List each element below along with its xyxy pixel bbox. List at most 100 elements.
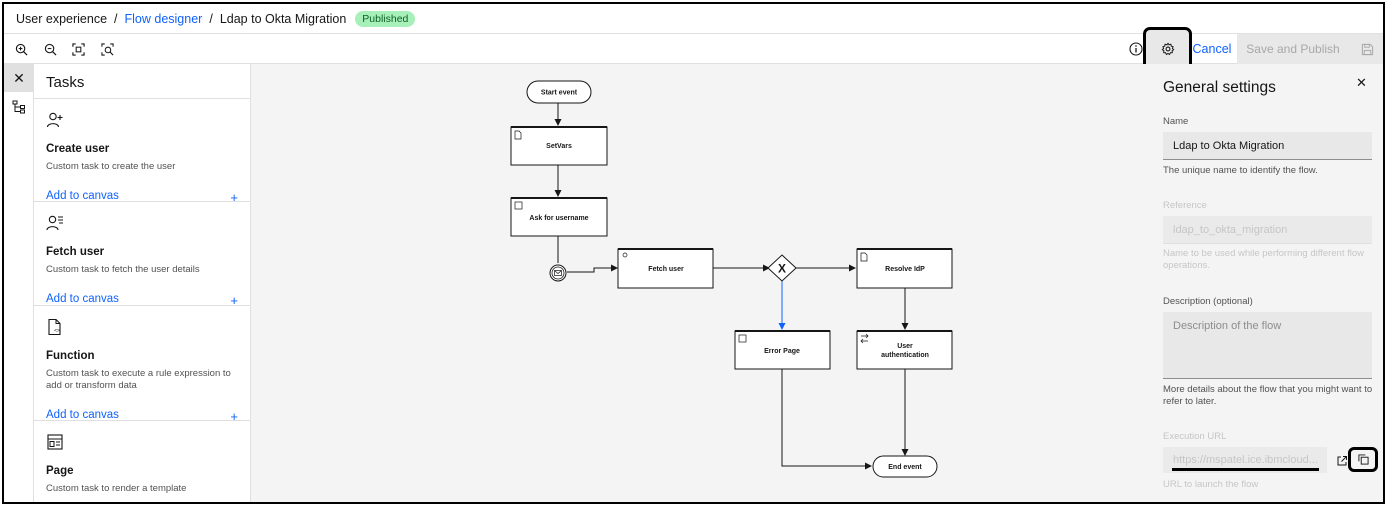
node-start-event[interactable]: Start event [526,80,592,104]
save-and-publish-button[interactable]: Save and Publish [1237,34,1349,64]
copy-icon [1357,454,1369,465]
info-icon[interactable] [1128,41,1144,57]
task-create-user: Create user Custom task to create the us… [34,99,250,205]
connector [781,369,872,470]
svg-text:<>: <> [54,328,60,334]
node-user-authentication[interactable]: User authentication [856,330,953,370]
task-description: Custom task to create the user [46,161,176,172]
breadcrumb-flow-designer[interactable]: Flow designer [124,11,203,26]
fit-to-screen-icon [71,42,85,56]
canvas-toolbar [4,34,1383,64]
breadcrumb-user-experience[interactable]: User experience [16,11,108,26]
exclusive-gateway[interactable]: X [767,254,797,282]
node-label: Fetch user [648,266,684,273]
app-window: User experience / Flow designer / Ldap t… [2,2,1385,504]
node-error-page[interactable]: Error Page [734,330,831,370]
node-label: End event [888,464,922,471]
tasks-title: Tasks [34,64,250,99]
add-to-canvas-label: Add to canvas [46,190,119,202]
task-name: Fetch user [46,246,105,258]
description-help: More details about the flow that you mig… [1163,384,1373,407]
node-ask-for-username[interactable]: Ask for username [510,197,608,237]
name-label: Name [1163,116,1189,127]
save-button[interactable] [1349,34,1383,64]
breadcrumb: User experience / Flow designer / Ldap t… [4,4,1383,34]
connector [567,264,618,273]
zoom-out-button[interactable] [41,40,59,58]
page-template-icon [514,201,523,210]
reference-help: Name to be used while performing differe… [1163,248,1365,271]
task-description: Custom task to fetch the user details [46,264,200,275]
task-name: Page [46,465,74,477]
flow-tree-button[interactable] [4,92,34,122]
breadcrumb-current-flow: Ldap to Okta Migration [219,11,347,26]
reference-field: ldap_to_okta_migration [1163,216,1372,244]
description-textarea[interactable]: Description of the flow [1163,312,1372,379]
settings-title: General settings [1163,79,1276,96]
task-page: Page Custom task to render a template [34,421,250,502]
user-list-icon [622,252,628,258]
node-label: SetVars [546,143,572,150]
page-template-icon [47,434,63,450]
close-settings-button[interactable]: ✕ [1356,75,1367,91]
function-document-icon [860,252,868,262]
add-to-canvas-label: Add to canvas [46,409,119,421]
node-fetch-user[interactable]: Fetch user [617,248,714,289]
node-label: Resolve IdP [885,266,925,273]
flow-canvas[interactable]: Start event SetVars Ask for username [251,64,1151,502]
plus-icon: + [230,190,238,205]
node-end-event[interactable]: End event [872,455,938,478]
task-fetch-user: Fetch user Custom task to fetch the user… [34,202,250,308]
plus-icon: + [230,409,238,424]
user-add-icon [46,112,63,128]
node-label: User [897,343,913,350]
zoom-area-icon [100,42,114,56]
user-list-icon [46,215,63,231]
message-event[interactable] [549,264,567,282]
task-name: Function [46,350,95,362]
breadcrumb-separator: / [209,11,213,26]
cancel-button[interactable]: Cancel [1192,42,1232,56]
left-rail: ✕ [4,64,34,502]
save-icon [1361,43,1373,55]
task-function: <> Function Custom task to execute a rul… [34,306,250,424]
tasks-panel: Tasks Create user Custom task to create … [34,64,251,502]
add-to-canvas-button[interactable]: Add to canvas + [46,293,238,308]
name-field[interactable]: Ldap to Okta Migration [1163,132,1372,160]
task-description: Custom task to execute a rule expression… [46,368,231,391]
zoom-out-icon [44,43,56,55]
zoom-in-button[interactable] [12,40,30,58]
plus-icon: + [230,293,238,308]
node-label: Ask for username [529,215,588,222]
task-name: Create user [46,143,110,155]
gateway-label: X [778,262,786,276]
fit-to-screen-button[interactable] [69,40,87,58]
add-to-canvas-button[interactable]: Add to canvas + [46,409,238,424]
external-link-icon[interactable] [1336,455,1348,467]
redaction-bar [1172,468,1319,471]
node-label: Error Page [764,348,800,355]
reference-label: Reference [1163,200,1207,211]
swap-icon [860,333,869,344]
close-tasks-button[interactable]: ✕ [4,64,34,92]
close-icon: ✕ [1356,75,1367,90]
function-document-icon: <> [48,318,61,336]
page-template-icon [738,334,747,343]
settings-button[interactable] [1143,27,1192,71]
copy-url-button[interactable] [1348,447,1378,472]
description-label: Description (optional) [1163,296,1253,307]
envelope-icon [554,270,562,276]
zoom-area-button[interactable] [98,40,116,58]
add-to-canvas-button[interactable]: Add to canvas + [46,190,238,205]
flow-tree-icon [12,100,25,114]
function-document-icon [514,130,522,140]
add-to-canvas-label: Add to canvas [46,293,119,305]
close-icon: ✕ [13,69,25,86]
node-resolve-idp[interactable]: Resolve IdP [856,248,953,289]
execution-url-help: URL to launch the flow [1163,479,1259,490]
name-help: The unique name to identify the flow. [1163,165,1318,176]
task-description: Custom task to render a template [46,483,187,494]
node-setvars[interactable]: SetVars [510,126,608,166]
general-settings-panel: General settings ✕ Name Ldap to Okta Mig… [1151,64,1383,502]
flow-diagram: Start event SetVars Ask for username [510,80,953,478]
